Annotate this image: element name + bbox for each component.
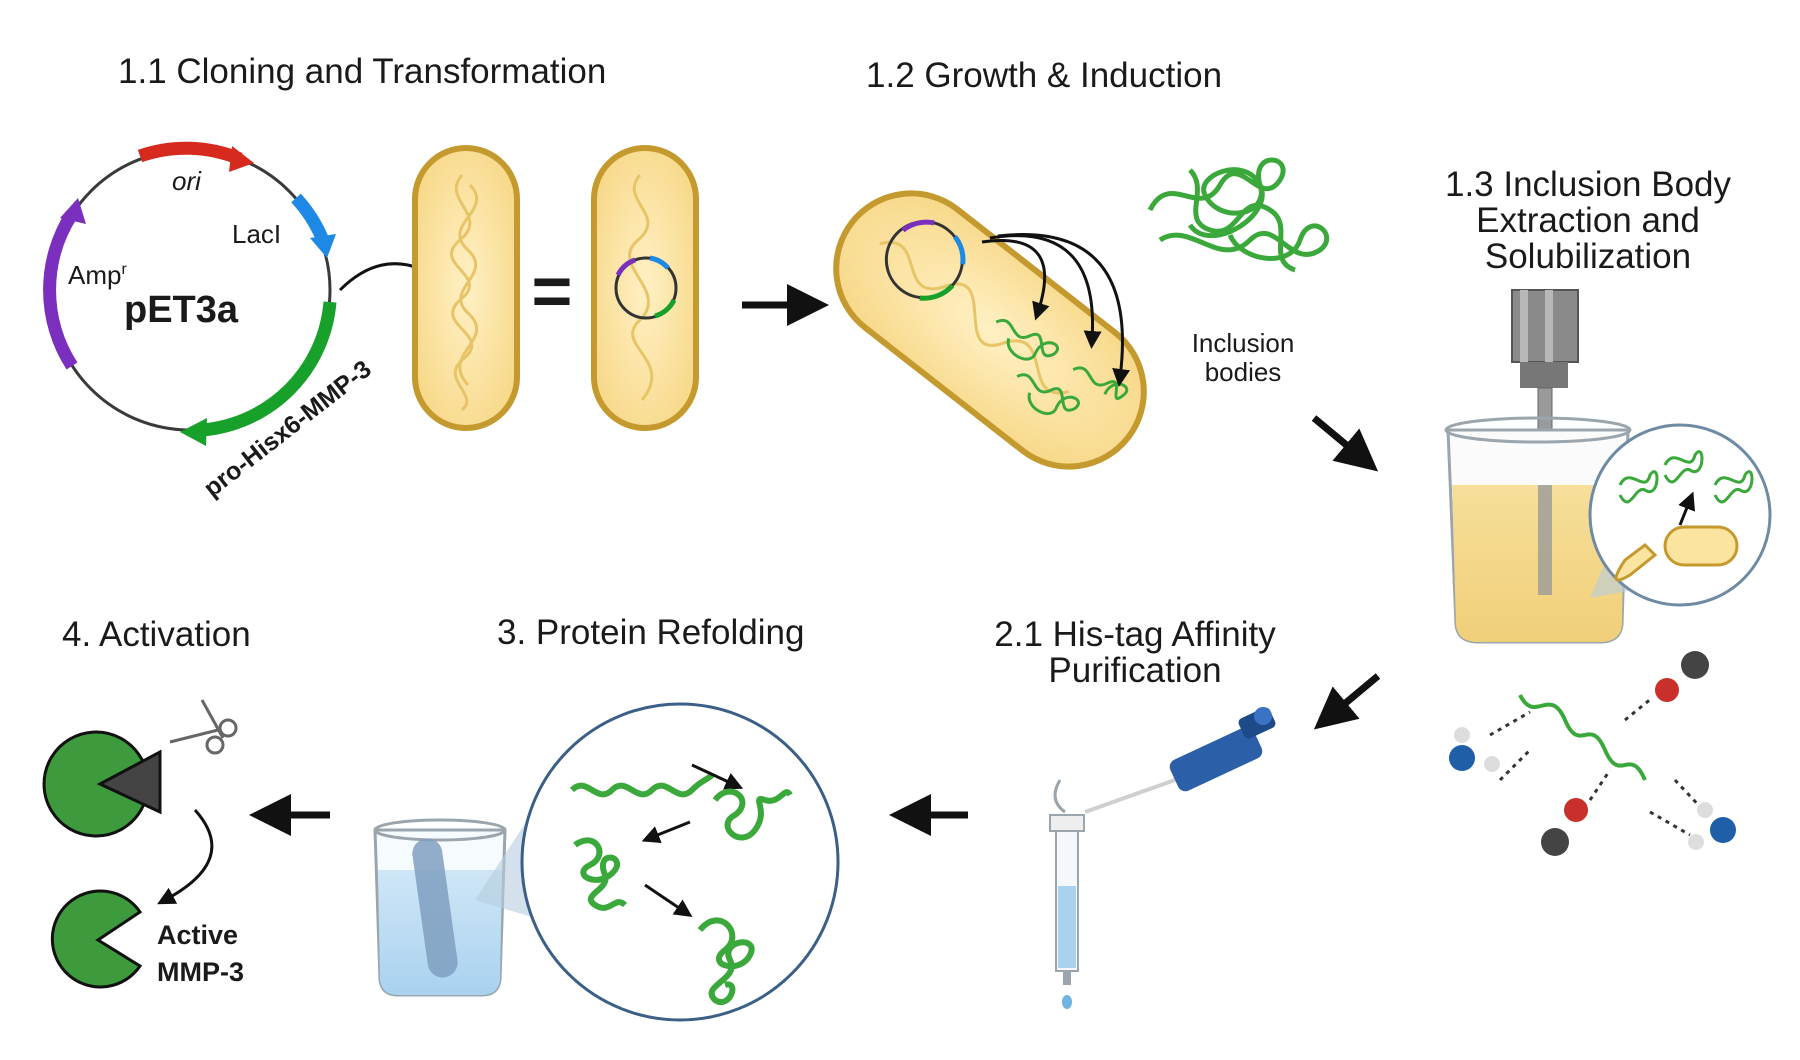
- ampr-label: Ampr: [68, 260, 127, 290]
- expression-arrows: [981, 233, 1131, 387]
- ampr-segment: [43, 210, 78, 370]
- ecoli-cell-1: [412, 145, 520, 431]
- column-icon: [1049, 779, 1085, 1009]
- svg-text:bodies: bodies: [1205, 357, 1282, 387]
- laci-label: LacI: [232, 219, 281, 249]
- step-2-1-title: 2.1 His-tag Affinity Purification: [994, 615, 1276, 690]
- pipette-icon: [1084, 707, 1276, 814]
- denaturant-molecules: [1449, 651, 1736, 856]
- svg-text:Purification: Purification: [1048, 651, 1221, 690]
- step-3-title: 3. Protein Refolding: [497, 613, 804, 652]
- step-1-2-title: 1.2 Growth & Induction: [866, 56, 1222, 95]
- svg-text:Inclusion: Inclusion: [1192, 328, 1295, 358]
- active-mmp3-icon: [50, 889, 143, 989]
- zoom-circle-refolding: [475, 702, 840, 1022]
- pro-mmp3-icon: [42, 730, 162, 838]
- plasmid-in-cell: [614, 256, 678, 320]
- step-1-1-title: 1.1 Cloning and Transformation: [118, 52, 606, 91]
- laci-segment: [291, 193, 328, 241]
- ecoli-cell-2: [591, 145, 699, 431]
- ori-label: ori: [172, 166, 202, 196]
- inclusion-bodies-icon: [1147, 157, 1330, 273]
- svg-text:Active: Active: [157, 920, 238, 950]
- svg-text:1.3 Inclusion Body: 1.3 Inclusion Body: [1445, 165, 1732, 204]
- svg-text:Solubilization: Solubilization: [1485, 237, 1691, 276]
- activation-arrow: [157, 808, 214, 905]
- insert-segment: [201, 301, 337, 437]
- dialysis-beaker-icon: [373, 818, 507, 997]
- plasmid-name: pET3a: [124, 289, 239, 331]
- scissors-icon: [169, 699, 238, 755]
- induced-cell: [833, 190, 1147, 470]
- plasmid-map: ori LacI Ampr pET3a pro-Hisx6-MMP-3: [43, 141, 377, 503]
- active-mmp3-label: Active MMP-3: [157, 920, 244, 987]
- ori-segment: [137, 141, 243, 166]
- zoom-circle-lysis: [1588, 423, 1772, 607]
- beaker-icon: [1444, 416, 1632, 644]
- svg-text:MMP-3: MMP-3: [157, 957, 244, 987]
- equals-sign: =: [532, 252, 573, 330]
- inclusion-bodies-label: Inclusion bodies: [1192, 328, 1295, 387]
- svg-text:2.1 His-tag Affinity: 2.1 His-tag Affinity: [994, 615, 1276, 654]
- arrow-2-to-3: [1311, 415, 1379, 472]
- svg-text:Extraction and: Extraction and: [1476, 201, 1700, 240]
- dialysis-cassette-icon: [412, 838, 458, 978]
- arrow-3-to-4: [1313, 673, 1381, 730]
- step-1-3-title: 1.3 Inclusion Body Extraction and Solubi…: [1445, 165, 1732, 276]
- step-4-title: 4. Activation: [62, 615, 251, 654]
